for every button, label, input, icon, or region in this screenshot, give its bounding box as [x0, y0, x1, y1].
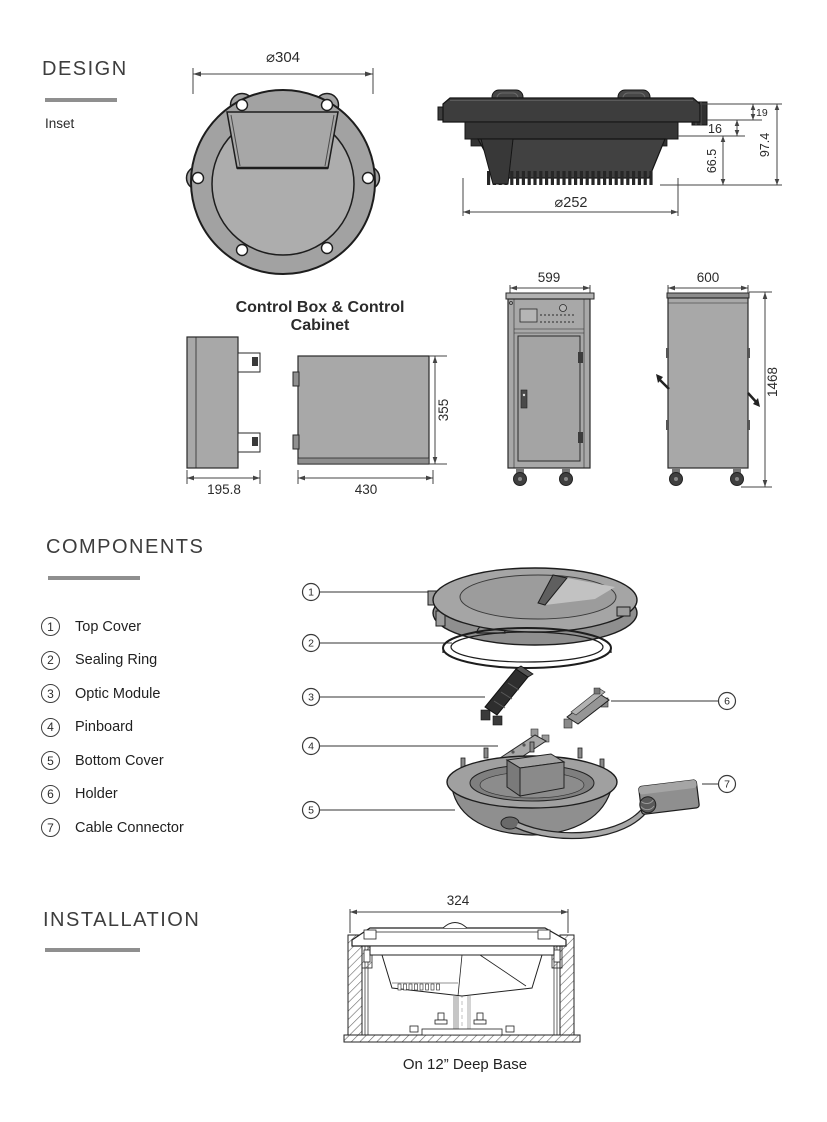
control-box-dim-arrows — [187, 356, 438, 481]
installation-cross-section — [343, 922, 581, 1043]
cabinet-side-dim-lines — [667, 285, 772, 488]
cabinet-door — [517, 335, 581, 462]
cable-connector-part — [515, 779, 700, 840]
callout-6: 6 — [724, 696, 730, 708]
heatsink-fins — [487, 171, 653, 185]
dim-16: 16 — [708, 122, 722, 136]
component-item-optic-module: 3 Optic Module — [41, 677, 184, 711]
installation-dim-lines — [349, 909, 569, 933]
exploded-view-drawing: 1 2 3 4 5 6 7 — [301, 567, 737, 840]
inset-light-side-view — [437, 89, 708, 185]
callout-leaders — [319, 591, 719, 811]
cabinet-front-drawing: 599 — [505, 270, 595, 486]
cabinet-side-drawing: 600 1468 — [656, 270, 780, 488]
item-number-badge: 1 — [41, 617, 60, 637]
item-number-badge: 5 — [41, 751, 60, 771]
dim-324: 324 — [447, 893, 470, 908]
component-item-pinboard: 4 Pinboard — [41, 711, 184, 745]
callout-4: 4 — [308, 741, 314, 753]
dim-355: 355 — [436, 399, 451, 422]
control-box-dim-lines — [186, 355, 447, 484]
design-heading: DESIGN — [42, 58, 128, 80]
side-view-dim-arrows — [463, 104, 780, 215]
components-heading: COMPONENTS — [46, 536, 205, 558]
component-item-top-cover: 1 Top Cover — [41, 610, 184, 644]
callout-1: 1 — [308, 587, 314, 599]
dim-19: 19 — [756, 107, 768, 119]
top-cover-part — [427, 567, 638, 646]
callout-5: 5 — [308, 805, 314, 817]
design-subheading: Inset — [45, 116, 75, 131]
inset-light-top-view — [185, 89, 381, 275]
item-label: Sealing Ring — [75, 652, 158, 669]
cabinet-front-casters — [513, 468, 573, 486]
installation-fins — [397, 983, 440, 991]
cabinet-lock — [520, 389, 528, 409]
component-item-cable-connector: 7 Cable Connector — [41, 811, 184, 845]
item-label: Holder — [75, 786, 118, 803]
installation-heading: INSTALLATION — [43, 909, 201, 931]
control-box-drawing: 195.8 430 355 — [186, 336, 451, 497]
side-view-dim-lines — [462, 103, 782, 216]
optic-module-part — [480, 665, 534, 726]
installation-caption: On 12” Deep Base — [402, 1056, 528, 1073]
components-list: 1 Top Cover 2 Sealing Ring 3 Optic Modul… — [41, 610, 184, 845]
item-label: Cable Connector — [75, 819, 184, 836]
item-label: Top Cover — [75, 618, 142, 635]
callout-7: 7 — [724, 779, 730, 791]
item-number-badge: 6 — [41, 784, 60, 804]
item-number-badge: 2 — [41, 650, 60, 670]
cabinet-side-casters — [669, 468, 744, 486]
installation-underline — [45, 948, 140, 952]
dim-diameter-304: ⌀304 — [266, 49, 300, 66]
dim-599: 599 — [538, 270, 561, 285]
cabinet-knob — [559, 304, 567, 312]
control-box-front-view — [292, 355, 430, 465]
callout-3: 3 — [308, 692, 314, 704]
item-number-badge: 3 — [41, 684, 60, 704]
sealing-ring-part — [442, 627, 612, 669]
cabinet-side-view — [656, 292, 760, 486]
component-item-holder: 6 Holder — [41, 778, 184, 812]
side-view-drawing: 19 16 66.5 97.4 ⌀252 — [437, 89, 782, 216]
dim-97-4: 97.4 — [758, 133, 772, 157]
dim-600: 600 — [697, 270, 720, 285]
dim-66-5: 66.5 — [705, 149, 719, 173]
top-view-drawing: ⌀304 — [185, 49, 381, 275]
cabinet-display — [519, 308, 538, 323]
installation-drawing: 324 — [343, 893, 581, 1043]
dim-195-8: 195.8 — [207, 482, 241, 497]
control-box-side-view — [186, 336, 261, 469]
design-underline — [45, 98, 117, 102]
bottom-cover-part — [446, 741, 618, 836]
item-number-badge: 4 — [41, 717, 60, 737]
component-item-bottom-cover: 5 Bottom Cover — [41, 744, 184, 778]
dim-430: 430 — [355, 482, 378, 497]
holder-part — [563, 687, 610, 729]
item-label: Bottom Cover — [75, 752, 164, 769]
item-label: Pinboard — [75, 719, 134, 736]
installation-bolts — [409, 1012, 515, 1036]
item-number-badge: 7 — [41, 818, 60, 838]
item-label: Optic Module — [75, 685, 161, 702]
control-caption: Control Box & Control Cabinet — [235, 299, 405, 334]
cabinet-front-view — [505, 292, 595, 486]
component-item-sealing-ring: 2 Sealing Ring — [41, 644, 184, 678]
callout-bubbles: 1 2 3 4 5 6 7 — [301, 582, 737, 820]
components-underline — [48, 576, 140, 580]
dim-1468: 1468 — [765, 367, 780, 397]
callout-2: 2 — [308, 638, 314, 650]
dim-diameter-252: ⌀252 — [555, 195, 588, 211]
